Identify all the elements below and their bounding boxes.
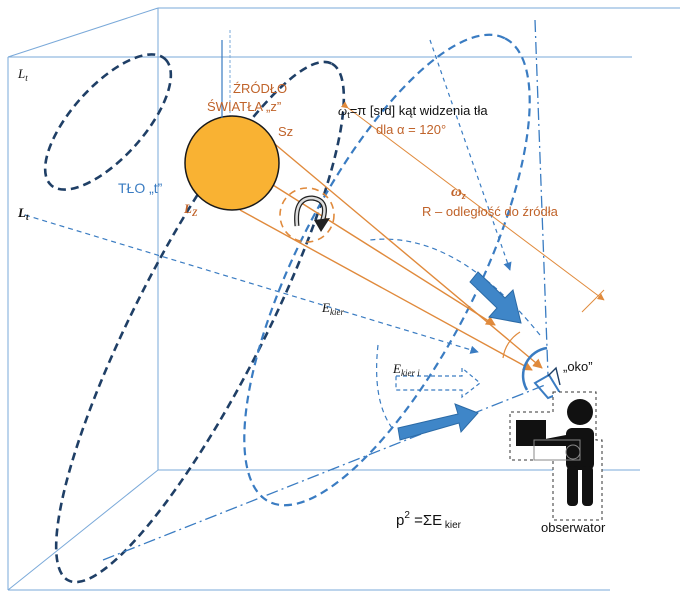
- e-kier-label: Ekier: [321, 300, 344, 317]
- rotation-arrow-icon: [294, 195, 330, 232]
- omega-t-label: ωt=π [srd] kąt widzenia tła: [338, 103, 488, 120]
- room-box: [7, 7, 680, 591]
- omega-z-rays: [239, 139, 543, 371]
- rotation-dashed-circle: [279, 187, 335, 243]
- distance-label: R – odległość do źródła: [422, 204, 559, 219]
- blue-arrow-right: [397, 403, 479, 441]
- observer-icon: [509, 391, 603, 521]
- ellipse-big: [54, 60, 346, 584]
- observer-label: obserwator: [541, 520, 606, 535]
- lt-top-label: Lt: [17, 66, 28, 83]
- omega-z-label: ωz: [451, 184, 466, 202]
- formula-label: p2 =ΣE kier: [396, 510, 462, 531]
- source-title-line2: ŚWIATŁA „z”: [207, 99, 281, 114]
- view-ellipses: [43, 33, 531, 584]
- eye-icon: [521, 346, 562, 400]
- ellipse-mid: [243, 33, 531, 507]
- light-source-disk: [184, 115, 280, 211]
- source-area-label: Sz: [278, 124, 293, 139]
- e-kier-i-label: Ekier i: [392, 361, 420, 378]
- eye-label: „oko”: [563, 359, 593, 374]
- ellipse-top-left: [43, 53, 173, 191]
- omega-t-guide: [429, 39, 512, 271]
- omega-z-arc: [502, 331, 521, 359]
- blue-arrow-down: [469, 271, 522, 324]
- lt-mid-label: Lt: [17, 205, 29, 222]
- background-label: TŁO „t”: [118, 180, 163, 196]
- source-luminance-label: LZ: [183, 201, 198, 218]
- alpha-arc: [376, 344, 393, 429]
- source-title-line1: ŹRÓDŁO: [233, 81, 287, 96]
- alpha-label: dla α = 120°: [376, 122, 446, 137]
- distance-r-end-tick: [581, 289, 605, 313]
- distance-r-line: [340, 101, 605, 301]
- e-kier-i-arrow: [395, 366, 481, 399]
